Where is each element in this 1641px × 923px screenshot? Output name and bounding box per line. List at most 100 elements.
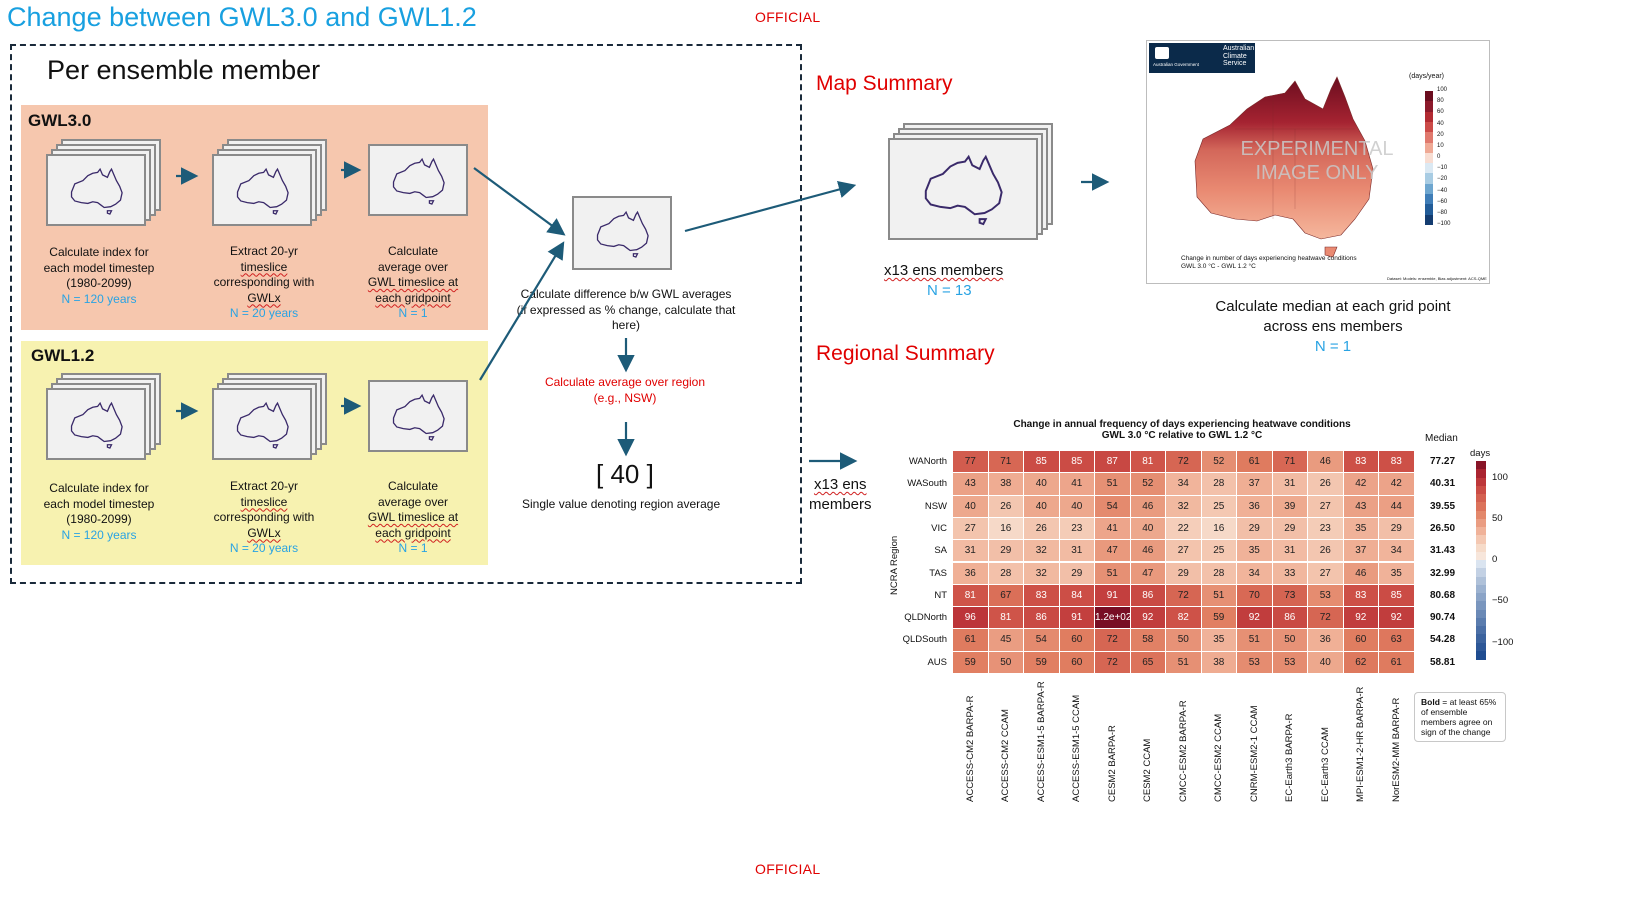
heatmap-cell: 86 [1272, 607, 1307, 629]
colorbar-segment [1425, 173, 1433, 185]
heatmap-row-label: NSW [924, 500, 947, 512]
heatmap-cell: 25 [1201, 495, 1236, 517]
step-line: average over [377, 494, 449, 509]
heatmap-median-value: 77.27 [1430, 456, 1456, 467]
heatmap-cell: 43 [1343, 495, 1378, 517]
heatmap-cell: 42 [1379, 473, 1414, 495]
watermark: EXPERIMENTAL IMAGE ONLY [1217, 137, 1417, 185]
colorbar-segment [1425, 101, 1433, 113]
heatmap-cell: 59 [953, 651, 988, 673]
acs-label: Australian Climate Service [1223, 45, 1254, 68]
colorbar-tick: 50 [1492, 512, 1503, 524]
heatmap-cell: 26 [1024, 517, 1059, 540]
heatmap-cell: 34 [1237, 562, 1272, 584]
agreement-note: Bold = at least 65% of ensemble members … [1414, 692, 1506, 742]
heatmap-cell: 83 [1343, 451, 1378, 473]
median-n: N = 1 [1314, 338, 1352, 355]
heatmap-cell: 22 [1166, 517, 1201, 540]
step-n: N = 120 years [61, 291, 137, 306]
step-line: Calculate index for [49, 245, 149, 259]
australia-outline-icon [392, 157, 445, 205]
heatmap-cell: 50 [988, 651, 1023, 673]
colorbar-tick: 0 [1492, 554, 1498, 565]
heatmap-cell: 61 [1379, 651, 1414, 673]
heatmap-cell: 85 [1059, 451, 1094, 473]
step-line: (1980-2099) [66, 276, 132, 290]
heatmap-cell: 46 [1130, 495, 1165, 517]
heatmap-cell: 16 [1201, 517, 1236, 540]
step-n: N = 20 years [229, 306, 299, 320]
heatmap-cell: 28 [1201, 473, 1236, 495]
gwl30-timeslice-stack [212, 154, 312, 226]
heatmap-row-label: TAS [929, 567, 947, 579]
heatmap-cell: 51 [1237, 629, 1272, 651]
heatmap-row-label: VIC [931, 522, 947, 534]
step-line: GWLx [247, 290, 281, 305]
heatmap-cell: 29 [1237, 517, 1272, 540]
heatmap-cell: 16 [988, 517, 1023, 540]
heatmap-cell: 36 [953, 562, 988, 584]
heatmap-row-label: SA [934, 545, 947, 557]
gwl30-title: GWL3.0 [28, 111, 92, 130]
colorbar-tick: 100 [1492, 471, 1508, 483]
heatmap-row-label: QLDSouth [902, 634, 947, 646]
heatmap-cell: 29 [988, 540, 1023, 562]
heatmap-cell: 53 [1308, 584, 1343, 607]
heatmap-cell: 83 [1343, 584, 1378, 607]
heatmap-cell: 29 [1272, 517, 1307, 540]
colorbar-segment [1476, 510, 1486, 520]
region-average-text: Calculate average over region (e.g., NSW… [520, 375, 730, 406]
colorbar-segment [1476, 650, 1486, 660]
step-line: GWL timeslice at [367, 275, 459, 289]
colorbar-segment [1476, 485, 1486, 495]
heatmap-cell: 70 [1237, 584, 1272, 607]
heatmap-cell: 72 [1166, 451, 1201, 473]
heatmap-cell: 72 [1095, 651, 1130, 673]
acs-line: Service [1223, 60, 1247, 68]
colorbar-segment [1476, 535, 1486, 544]
heatmap-cell: 60 [1059, 629, 1094, 651]
colorbar-label: days [1470, 448, 1491, 459]
heatmap-cell: 81 [953, 584, 988, 607]
heatmap-title: Change in annual frequency of days exper… [960, 419, 1404, 441]
colorbar-segment [1425, 194, 1433, 205]
heatmap-cell: 38 [988, 473, 1023, 495]
heatmap-cell: 51 [1166, 651, 1201, 673]
step-line: (e.g., NSW) [593, 390, 657, 405]
colorbar-segment [1476, 560, 1486, 569]
heatmap-cell: 73 [1272, 584, 1307, 607]
heatmap-cell: 63 [1379, 629, 1414, 651]
heatmap-median-value: 58.81 [1430, 656, 1456, 668]
regional-stack-line: x13 ens [813, 476, 867, 493]
heatmap-cell: 32 [1166, 495, 1201, 517]
colorbar-segment [1476, 502, 1486, 511]
step-line: GWL timeslice at [367, 510, 459, 524]
australia-outline-icon [596, 210, 649, 258]
heatmap-cell: 53 [1272, 651, 1307, 673]
heatmap-cell: 62 [1343, 651, 1378, 673]
colorbar-segment [1425, 183, 1433, 195]
regional-summary-title: Regional Summary [816, 342, 995, 365]
heatmap-cell: 36 [1308, 629, 1343, 651]
colorbar-tick: 10 [1437, 142, 1444, 149]
heatmap-cell: 29 [1059, 562, 1094, 584]
per-member-box [10, 44, 802, 584]
heatmap-cell: 27 [1308, 495, 1343, 517]
heatmap-cell: 51 [1095, 473, 1130, 495]
heatmap-cell: 81 [988, 607, 1023, 629]
gwl30-step1-text: Calculate index for each model timestep … [24, 245, 174, 307]
median-text: Calculate median at each grid point acro… [1170, 297, 1496, 357]
step-n: N = 1 [398, 541, 428, 555]
australia-outline-icon [70, 401, 123, 449]
page-title: Change between GWL3.0 and GWL1.2 [7, 2, 477, 32]
heatmap-cell: 54 [1024, 629, 1059, 651]
heatmap-cell: 46 [1343, 562, 1378, 584]
note-bold: Bold [1421, 697, 1440, 707]
colorbar-tick: 40 [1437, 120, 1444, 127]
map-units: (days/year) [1409, 73, 1445, 80]
heatmap-cell: 86 [1024, 607, 1059, 629]
heatmap-cell: 59 [1201, 607, 1236, 629]
heatmap-cell: 91 [1059, 607, 1094, 629]
colorbar-segment [1476, 642, 1486, 652]
